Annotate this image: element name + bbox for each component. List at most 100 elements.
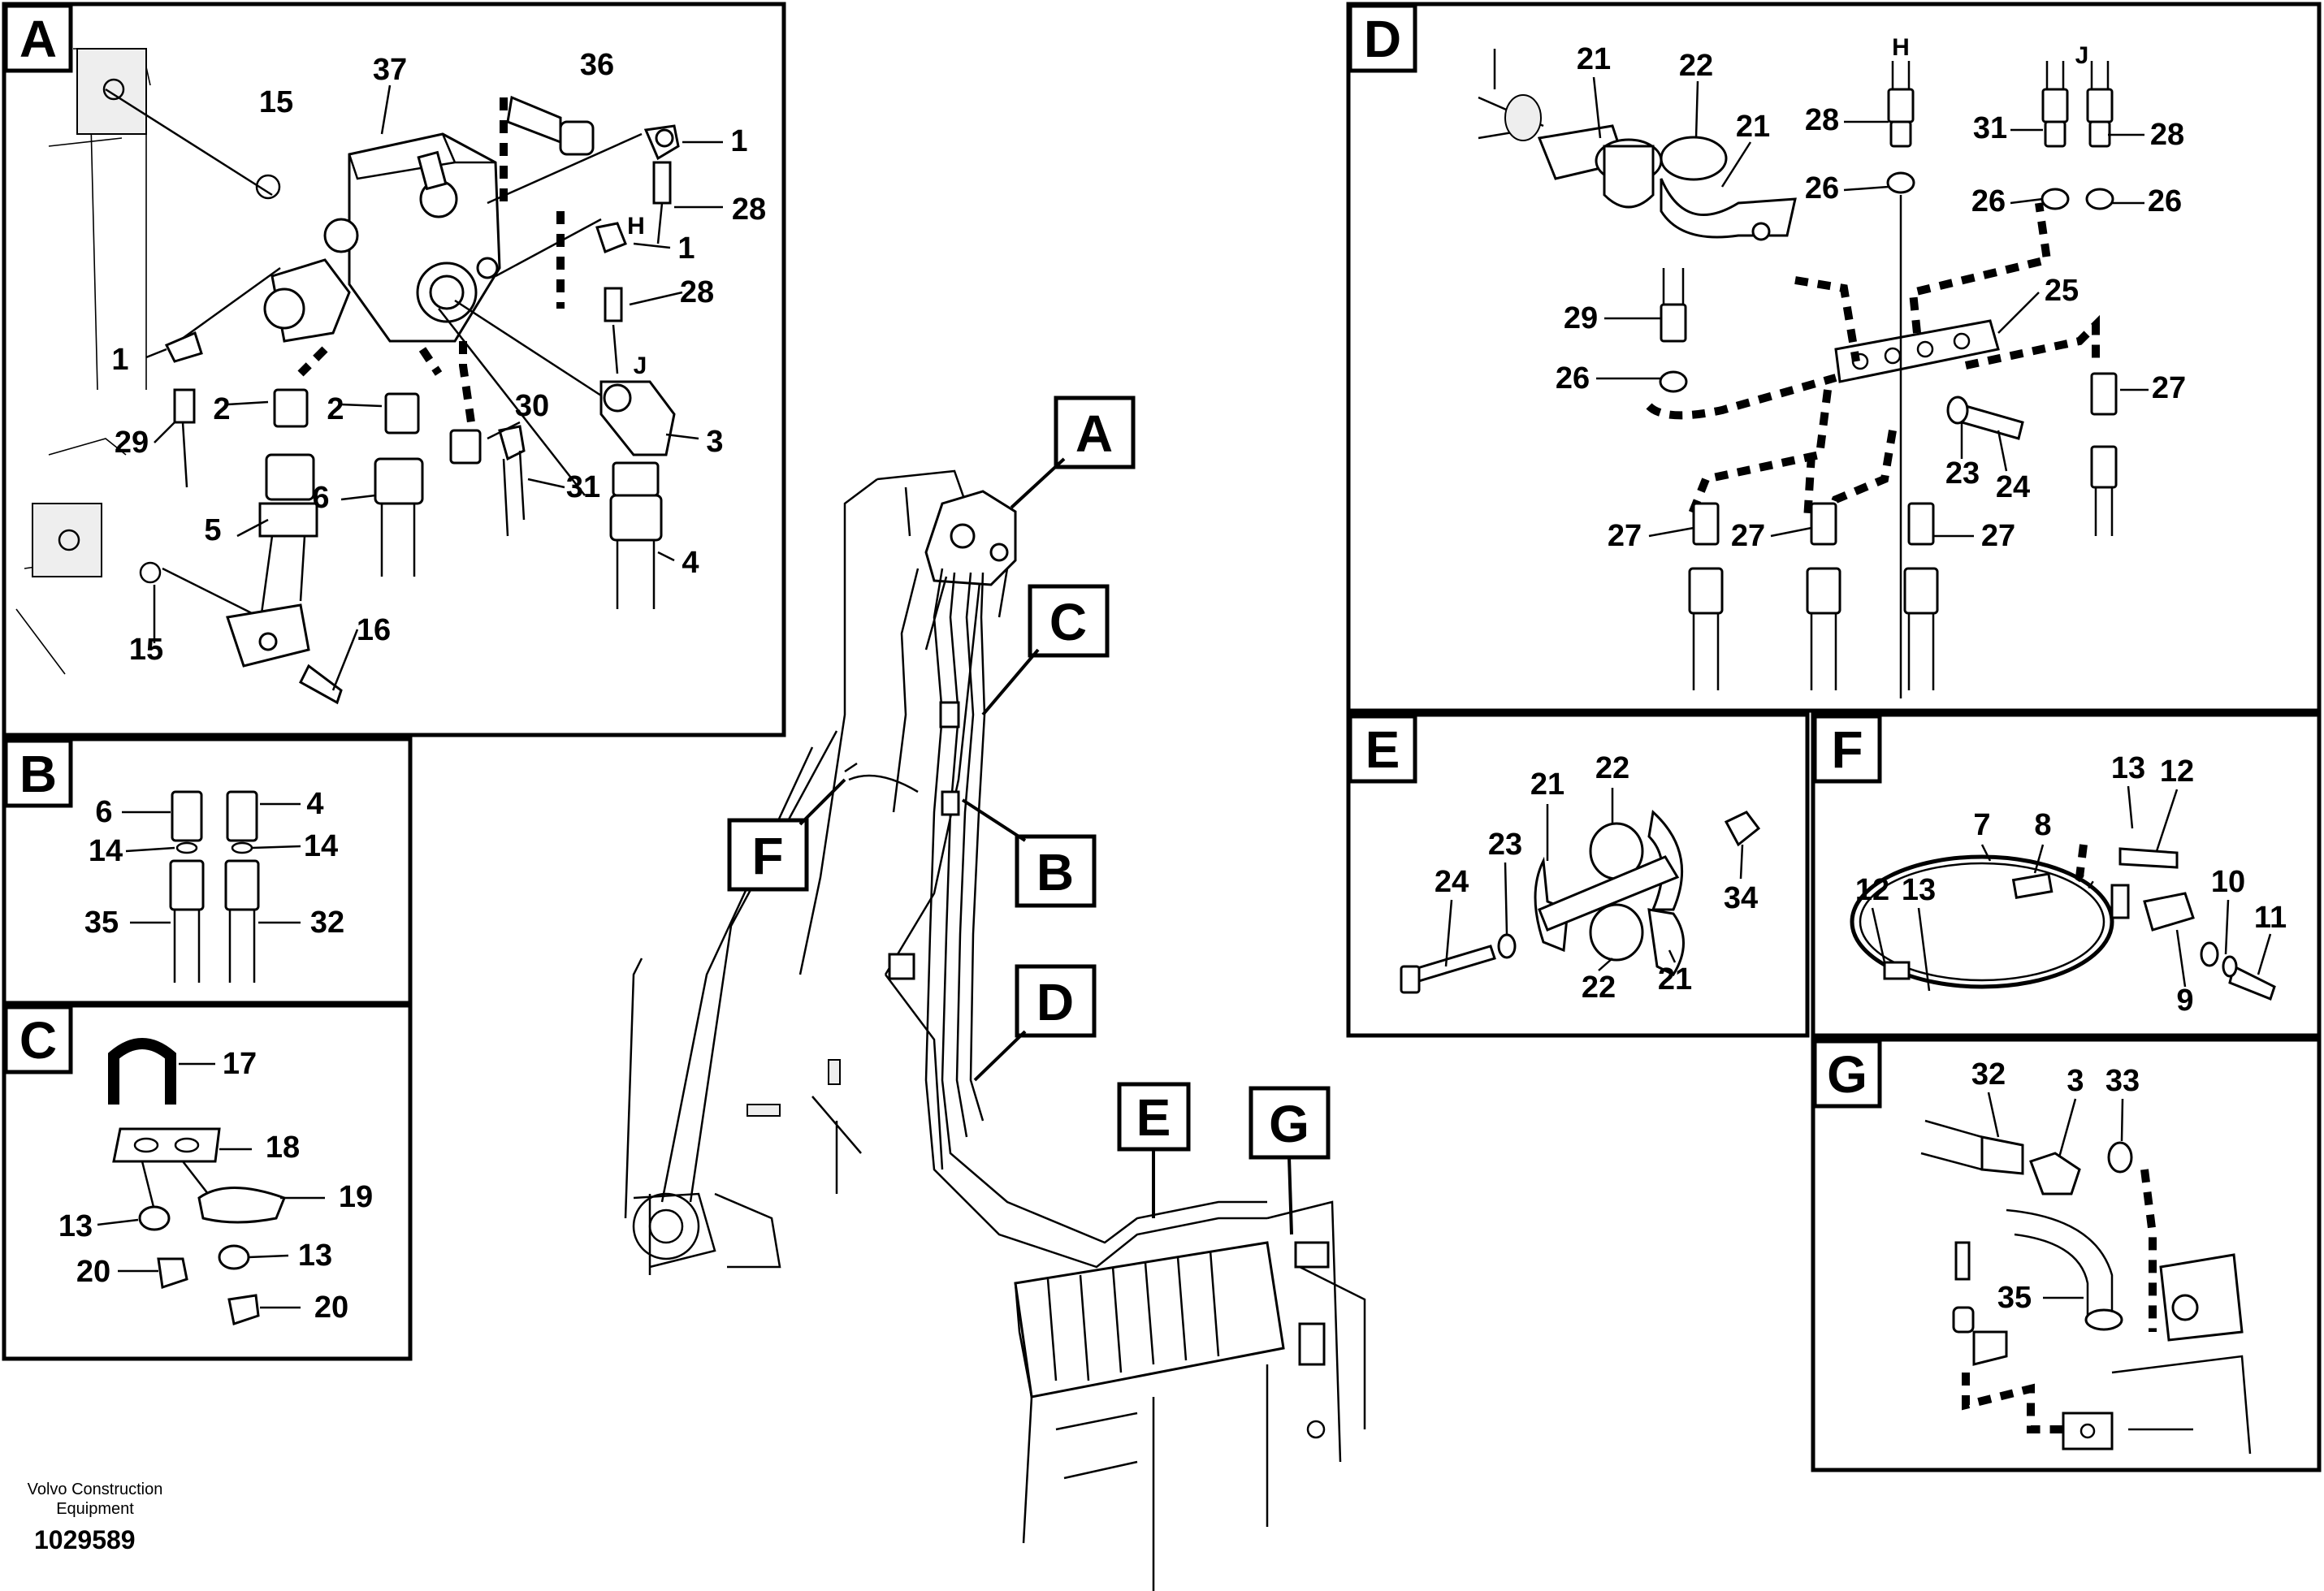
panel-f: F 13 12 7 8 12 13 10 11 9 (1811, 712, 2322, 1038)
callout-19: 19 (339, 1180, 373, 1214)
panel-c: C 17 18 19 13 20 13 20 (2, 1003, 413, 1361)
callout-12: 12 (1855, 873, 1889, 907)
callout-29: 29 (1564, 301, 1598, 335)
detail-tag-e: E (1117, 1082, 1191, 1218)
callout-36: 36 (580, 48, 614, 82)
panel-b-letter: B (19, 745, 57, 803)
callout-35: 35 (1997, 1281, 2032, 1315)
callout-14: 14 (304, 829, 338, 863)
svg-text:E: E (1136, 1088, 1171, 1147)
svg-text:A: A (1075, 404, 1113, 463)
callout-30: 30 (515, 389, 549, 423)
label-j: J (634, 352, 647, 379)
detail-tag-c: C (981, 584, 1110, 716)
callout-21: 21 (1658, 962, 1692, 997)
callout-29: 29 (115, 426, 149, 460)
detail-tag-d: D (973, 964, 1097, 1082)
callout-28: 28 (680, 275, 714, 309)
callout-26: 26 (1971, 184, 2006, 218)
callout-6: 6 (95, 795, 112, 829)
callout-1: 1 (677, 231, 695, 266)
callout-27: 27 (1981, 519, 2015, 553)
detail-tag-f: F (727, 778, 846, 892)
callout-21: 21 (1530, 767, 1564, 802)
panel-d: D (1346, 2, 2322, 713)
callout-24: 24 (1996, 470, 2030, 504)
callout-13: 13 (1902, 873, 1936, 907)
panel-g-letter: G (1827, 1045, 1867, 1104)
callout-2: 2 (327, 392, 344, 426)
panel-b: B 6 4 14 14 35 32 (2, 737, 413, 1005)
callout-27: 27 (2152, 371, 2186, 405)
callout-32: 32 (310, 906, 344, 940)
callout-28: 28 (2150, 118, 2184, 152)
label-j: J (2075, 42, 2089, 69)
callout-26: 26 (2148, 184, 2182, 218)
callout-22: 22 (1582, 971, 1616, 1005)
callout-26: 26 (1556, 361, 1590, 396)
callout-13: 13 (58, 1209, 93, 1243)
callout-32: 32 (1971, 1057, 2006, 1092)
callout-21: 21 (1577, 42, 1611, 76)
callout-13: 13 (298, 1239, 332, 1273)
callout-28: 28 (732, 192, 766, 227)
detail-tag-b: B (961, 798, 1097, 908)
brand-line-2: Equipment (56, 1500, 134, 1518)
callout-15: 15 (259, 85, 293, 119)
callout-37: 37 (373, 53, 407, 87)
callout-20: 20 (314, 1291, 348, 1325)
svg-text:F: F (751, 827, 783, 885)
callout-26: 26 (1805, 171, 1839, 205)
callout-3: 3 (2066, 1064, 2084, 1098)
panel-f-letter: F (1831, 720, 1863, 779)
callout-25: 25 (2045, 274, 2079, 308)
detail-tag-g: G (1249, 1086, 1331, 1235)
panel-d-letter: D (1364, 10, 1401, 68)
label-h: H (1892, 34, 1910, 61)
detail-tag-a: A (1010, 396, 1136, 509)
callout-31: 31 (566, 470, 600, 504)
callout-34: 34 (1724, 881, 1758, 915)
callout-23: 23 (1488, 828, 1522, 862)
callout-10: 10 (2211, 865, 2245, 899)
svg-text:D: D (1036, 973, 1074, 1031)
panel-a-letter-box (3, 3, 73, 73)
callout-13: 13 (2111, 751, 2145, 785)
callout-6: 6 (312, 481, 329, 515)
callout-1: 1 (730, 124, 747, 158)
callout-24: 24 (1435, 865, 1469, 899)
callout-1: 1 (111, 343, 128, 377)
callout-18: 18 (266, 1131, 300, 1165)
callout-5: 5 (204, 513, 221, 547)
callout-11: 11 (2254, 901, 2287, 935)
callout-2: 2 (213, 392, 230, 426)
brand-caption: Volvo Construction Equipment (10, 1480, 180, 1519)
callout-22: 22 (1679, 49, 1713, 83)
callout-12: 12 (2160, 754, 2194, 789)
callout-14: 14 (89, 834, 123, 868)
callout-16: 16 (357, 613, 391, 647)
callout-7: 7 (1973, 808, 1990, 842)
callout-27: 27 (1608, 519, 1642, 553)
svg-text:C: C (1049, 593, 1087, 651)
callout-22: 22 (1595, 751, 1629, 785)
main-overview: A C F B D E G (624, 396, 1366, 1591)
callout-4: 4 (682, 546, 699, 580)
panel-g: G 32 3 33 35 (1811, 1037, 2322, 1472)
callout-8: 8 (2034, 808, 2051, 842)
brand-line-1: Volvo Construction (27, 1481, 163, 1498)
label-h: H (627, 213, 645, 240)
callout-17: 17 (223, 1047, 257, 1081)
callout-23: 23 (1945, 456, 1980, 491)
panel-e: E 21 22 23 24 34 22 21 (1346, 712, 1810, 1038)
callout-31: 31 (1973, 111, 2007, 145)
callout-3: 3 (706, 425, 723, 459)
svg-text:G: G (1269, 1095, 1309, 1153)
callout-28: 28 (1805, 103, 1839, 137)
callout-33: 33 (2105, 1064, 2140, 1098)
callout-21: 21 (1736, 110, 1770, 144)
svg-text:B: B (1036, 843, 1074, 901)
callout-27: 27 (1731, 519, 1765, 553)
panel-c-letter: C (19, 1011, 57, 1070)
